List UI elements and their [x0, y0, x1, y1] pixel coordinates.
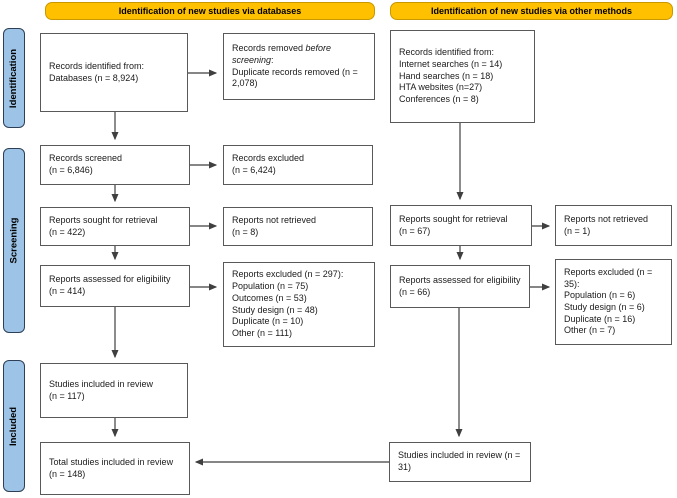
box-reports-assessed-other: Reports assessed for eligibility (n = 66…	[390, 265, 530, 308]
box-records-removed: Records removed before screening: Duplic…	[223, 33, 375, 100]
sidebar-identification: Identification	[3, 28, 25, 128]
box-reports-excluded-other: Reports excluded (n = 35): Population (n…	[555, 259, 672, 345]
box-reports-sought-other: Reports sought for retrieval (n = 67)	[390, 205, 532, 246]
box-total-studies-included: Total studies included in review (n = 14…	[40, 442, 190, 495]
sidebar-identification-label: Identification	[8, 48, 20, 108]
records-removed-line1: Records removed before screening:	[232, 43, 332, 65]
box-records-excluded: Records excluded (n = 6,424)	[223, 145, 373, 185]
sidebar-included-label: Included	[8, 406, 20, 446]
box-reports-sought-db: Reports sought for retrieval (n = 422)	[40, 207, 190, 246]
box-reports-not-retrieved-other: Reports not retrieved (n = 1)	[555, 205, 672, 246]
box-studies-included-db: Studies included in review (n = 117)	[40, 363, 188, 418]
sidebar-screening: Screening	[3, 148, 25, 333]
box-reports-not-retrieved-db: Reports not retrieved (n = 8)	[223, 207, 373, 246]
box-reports-assessed-db: Reports assessed for eligibility (n = 41…	[40, 265, 190, 307]
box-records-identified-db: Records identified from: Databases (n = …	[40, 33, 188, 112]
records-removed-line2: Duplicate records removed (n = 2,078)	[232, 66, 358, 89]
sidebar-included: Included	[3, 360, 25, 492]
header-databases: Identification of new studies via databa…	[45, 2, 375, 20]
box-studies-included-other: Studies included in review (n = 31)	[389, 442, 531, 482]
header-other-methods: Identification of new studies via other …	[390, 2, 673, 20]
sidebar-screening-label: Screening	[8, 217, 20, 264]
box-records-screened: Records screened (n = 6,846)	[40, 145, 190, 185]
box-records-identified-other: Records identified from: Internet search…	[390, 30, 535, 123]
box-reports-excluded-db: Reports excluded (n = 297): Population (…	[223, 262, 375, 347]
